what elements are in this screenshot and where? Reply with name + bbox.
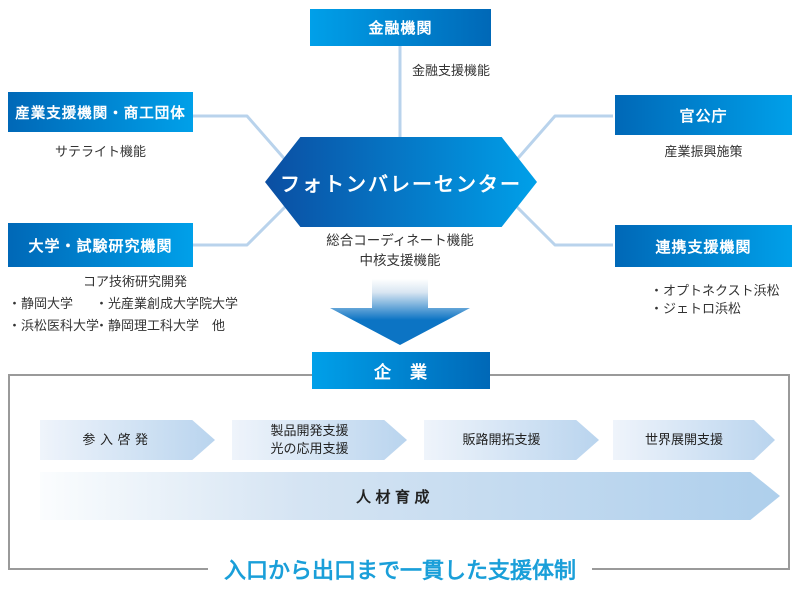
node-financial-label: 金融機関 — [368, 20, 433, 37]
government-function-label: 産業振興施策 — [664, 144, 743, 159]
node-industry-label: 産業支援機関・商工団体 — [15, 105, 186, 122]
step-arrow-global: 世界展開支援 — [613, 420, 775, 460]
center-function-line1: 総合コーディネート機能 — [326, 233, 474, 248]
step-label: 販路開拓支援 — [462, 432, 541, 447]
step-label-line2: 光の応用支援 — [270, 441, 349, 456]
hr-development-arrow: 人材育成 — [40, 472, 780, 520]
financial-function-label: 金融支援機能 — [412, 63, 491, 78]
node-company: 企 業 — [312, 352, 490, 389]
step-arrow-sales-channel: 販路開拓支援 — [424, 420, 599, 460]
node-financial-institutions: 金融機関 — [310, 9, 491, 46]
university-member: ・静岡大学 — [8, 296, 74, 311]
node-company-label: 企 業 — [374, 363, 428, 382]
step-label: 世界展開支援 — [644, 432, 723, 447]
step-arrow-product-dev: 製品開発支援 光の応用支援 — [232, 420, 407, 460]
center-function-line2: 中核支援機能 — [359, 253, 441, 268]
industry-function-label: サテライト機能 — [54, 144, 146, 159]
hr-development-label: 人材育成 — [355, 488, 434, 506]
step-label: 参入啓発 — [82, 432, 153, 447]
step-arrow-entry: 参入啓発 — [40, 420, 215, 460]
node-industry-support: 産業支援機関・商工団体 — [8, 92, 193, 132]
center-function-labels: 総合コーディネート機能 中核支援機能 — [290, 231, 510, 271]
university-member: ・浜松医科大学 — [8, 318, 100, 333]
center-label: フォトンバレーセンター — [280, 173, 522, 196]
step-label: 製品開発支援 — [270, 423, 349, 438]
university-member: ・光産業創成大学院大学 — [95, 296, 239, 311]
node-university: 大学・試験研究機関 — [8, 223, 193, 267]
node-university-label: 大学・試験研究機関 — [28, 237, 173, 255]
node-government: 官公庁 — [615, 95, 792, 135]
university-member: ・静岡理工科大学 他 — [95, 318, 226, 333]
partner-member: ・ジェトロ浜松 — [650, 301, 742, 316]
node-partner-support: 連携支援機関 — [615, 225, 792, 267]
support-system-caption: 入口から出口まで一貫した支援体制 — [207, 553, 593, 585]
node-photon-valley-center: フォトンバレーセンター — [265, 137, 537, 227]
node-government-label: 官公庁 — [679, 107, 728, 125]
partner-member: ・オプトネクスト浜松 — [650, 283, 780, 298]
node-partner-label: 連携支援機関 — [655, 238, 752, 256]
university-function-label: コア技術研究開発 — [82, 274, 187, 289]
